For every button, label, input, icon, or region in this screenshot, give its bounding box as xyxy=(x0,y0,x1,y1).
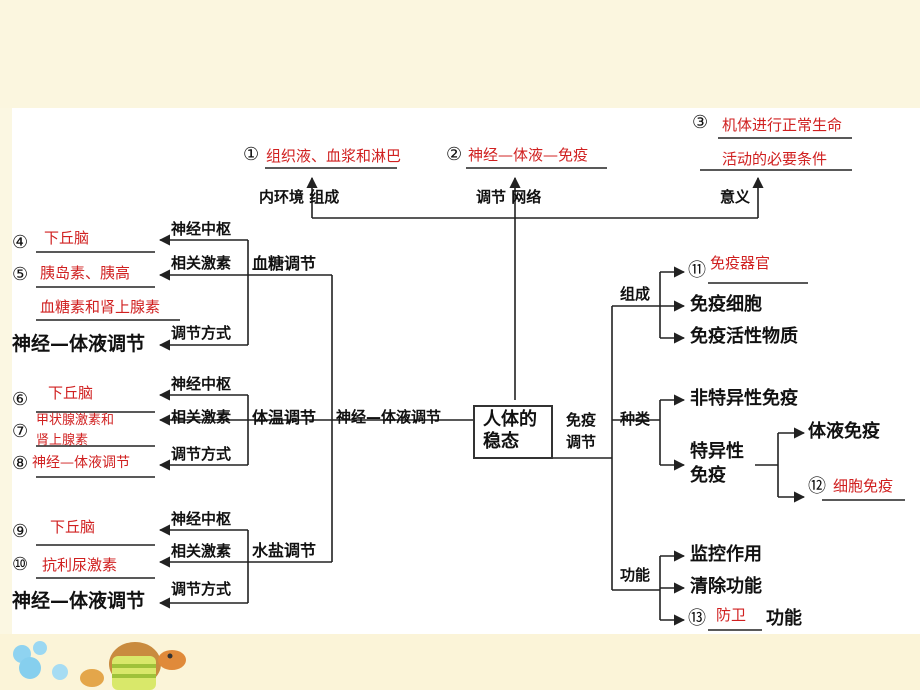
homeostasis-title-line1: 人体的 xyxy=(483,409,537,430)
blood-sugar-method: 调节方式 xyxy=(171,324,232,342)
temperature-title: 体温调节 xyxy=(252,408,317,427)
answer-5-continued: 血糖素和肾上腺素 xyxy=(40,298,161,316)
immune-types-label: 种类 xyxy=(620,410,651,428)
blood-sugar-hormones: 相关激素 xyxy=(171,254,232,272)
specific-immunity-line2: 免疫 xyxy=(690,465,726,486)
specific-immunity-line1: 特异性 xyxy=(690,441,744,462)
marker-11: ⑪ xyxy=(688,260,706,281)
marker-5: ⑤ xyxy=(12,264,29,285)
answer-7-line1: 甲状腺激素和 xyxy=(36,413,115,428)
blood-sugar-nerve-center: 神经中枢 xyxy=(171,220,232,238)
function-clearance: 清除功能 xyxy=(690,576,762,597)
water-salt-title: 水盐调节 xyxy=(252,541,317,560)
immune-composition-label: 组成 xyxy=(620,285,651,303)
answer-13: 防卫 xyxy=(716,606,747,624)
humoral-immunity: 体液免疫 xyxy=(808,421,880,442)
marker-1: ① xyxy=(243,144,260,165)
function-defense-suffix: 功能 xyxy=(766,608,802,629)
label-neuro-humoral: 神经—体液调节 xyxy=(336,408,442,426)
label-regulation-network: 调节 网络 xyxy=(476,188,542,206)
temperature-method: 调节方式 xyxy=(171,445,232,463)
answer-8: 神经—体液调节 xyxy=(32,455,130,471)
marker-4: ④ xyxy=(12,232,29,253)
marker-2: ② xyxy=(446,144,463,165)
blood-sugar-method-value: 神经—体液调节 xyxy=(12,333,146,355)
slide-top-background xyxy=(0,0,920,108)
marker-6: ⑥ xyxy=(12,389,29,410)
water-salt-method-value: 神经—体液调节 xyxy=(12,590,146,612)
temperature-nerve-center: 神经中枢 xyxy=(171,375,232,393)
answer-9: 下丘脑 xyxy=(50,518,96,536)
answer-5: 胰岛素、胰高 xyxy=(40,264,131,282)
immune-title-line1: 免疫 xyxy=(566,411,597,429)
label-internal-env-composition: 内环境 组成 xyxy=(259,188,340,206)
immune-cells: 免疫细胞 xyxy=(690,294,762,315)
cartoon-bear-decoration xyxy=(13,641,186,690)
answer-4: 下丘脑 xyxy=(44,229,90,247)
label-meaning: 意义 xyxy=(720,188,751,206)
answer-7-line2: 肾上腺素 xyxy=(36,433,89,448)
answer-3-line2: 活动的必要条件 xyxy=(722,150,828,168)
water-salt-hormones: 相关激素 xyxy=(171,542,232,560)
marker-12: ⑫ xyxy=(808,476,826,497)
marker-7: ⑦ xyxy=(12,421,29,442)
marker-8: ⑧ xyxy=(12,453,29,474)
water-salt-method: 调节方式 xyxy=(171,580,232,598)
answer-3-line1: 机体进行正常生命 xyxy=(722,116,843,134)
immune-active-substances: 免疫活性物质 xyxy=(690,326,798,347)
answer-2: 神经—体液—免疫 xyxy=(468,146,589,164)
water-salt-nerve-center: 神经中枢 xyxy=(171,510,232,528)
function-surveillance: 监控作用 xyxy=(690,544,762,565)
blood-sugar-title: 血糖调节 xyxy=(252,254,317,273)
temperature-hormones: 相关激素 xyxy=(171,408,232,426)
answer-10: 抗利尿激素 xyxy=(42,556,118,574)
marker-10: ⑩ xyxy=(12,554,29,575)
immune-function-label: 功能 xyxy=(620,566,651,584)
answer-1: 组织液、血浆和淋巴 xyxy=(266,147,402,165)
answer-12: 细胞免疫 xyxy=(833,477,894,495)
answer-6: 下丘脑 xyxy=(48,384,94,402)
homeostasis-box xyxy=(473,405,553,459)
marker-13: ⑬ xyxy=(688,608,706,629)
immune-title-line2: 调节 xyxy=(566,433,597,451)
diagram-panel xyxy=(12,108,920,634)
nonspecific-immunity: 非特异性免疫 xyxy=(690,388,798,409)
homeostasis-title-line2: 稳态 xyxy=(483,431,519,452)
answer-11: 免疫器官 xyxy=(710,254,771,272)
marker-3: ③ xyxy=(692,112,709,133)
marker-9: ⑨ xyxy=(12,521,29,542)
